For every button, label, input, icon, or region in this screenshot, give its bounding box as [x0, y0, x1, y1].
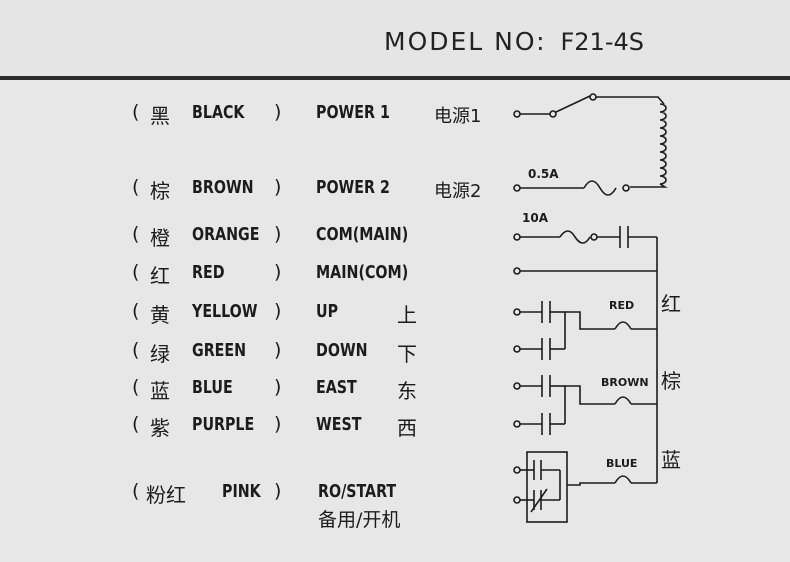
wire-function-cn: 东: [397, 379, 417, 403]
paren-open: (: [132, 223, 140, 245]
wire-function: UP: [316, 301, 339, 322]
wire-function: COM(MAIN): [316, 224, 409, 245]
paren-close: ): [274, 413, 282, 435]
relay-label-red-cn: 红: [661, 292, 681, 316]
paren-open: (: [132, 413, 140, 435]
relay-label-brown-cn: 棕: [661, 369, 681, 393]
paren-open: (: [132, 339, 140, 361]
terminal-power1: [513, 110, 521, 118]
paren-open: (: [132, 101, 140, 123]
relay-coil-blue: [614, 475, 632, 484]
fuse-small: [583, 180, 617, 196]
paren-close: ): [274, 480, 282, 502]
wire-color-cn: 黑: [150, 104, 170, 128]
wire-color: ORANGE: [192, 224, 260, 245]
fuse-small-label: 0.5A: [528, 167, 559, 181]
relay-label-brown: BROWN: [601, 376, 649, 389]
paren-open: (: [132, 300, 140, 322]
paren-close: ): [274, 261, 282, 283]
terminal-main: [513, 267, 521, 275]
paren-open: (: [132, 176, 140, 198]
model-label: MODEL NO:: [384, 27, 547, 56]
wire-color: RED: [192, 262, 225, 283]
wire-color-cn: 紫: [150, 416, 170, 440]
wire-color: PURPLE: [192, 414, 255, 435]
wire-function-cn: 下: [397, 342, 417, 366]
paren-close: ): [274, 376, 282, 398]
header-divider: [0, 76, 790, 80]
wire-color-cn: 红: [150, 264, 170, 288]
wire-function: POWER 2: [316, 177, 390, 198]
fuse-main-label: 10A: [522, 211, 549, 225]
wire-color: BLUE: [192, 377, 233, 398]
relay-label-blue-cn: 蓝: [661, 448, 681, 472]
wire-function-cn: 西: [397, 416, 417, 440]
wire-function: DOWN: [316, 340, 368, 361]
wire-color-cn: 黄: [150, 303, 170, 327]
paren-close: ): [274, 300, 282, 322]
wire-color-cn: 蓝: [150, 379, 170, 403]
relay-label-red: RED: [609, 299, 634, 312]
terminal-com: [513, 233, 521, 241]
model-number: MODEL NO: F21-4S: [384, 27, 644, 56]
wire-color-cn: 绿: [150, 342, 170, 366]
wire-color: BROWN: [192, 177, 254, 198]
wire-function: EAST: [316, 377, 357, 398]
relay-label-blue: BLUE: [606, 457, 637, 470]
model-value: F21-4S: [560, 28, 644, 56]
header-band: MODEL NO: F21-4S: [0, 0, 790, 76]
wire-color: YELLOW: [192, 301, 258, 322]
paren-close: ): [274, 339, 282, 361]
relay-coil-red: [614, 321, 632, 330]
wire-function-cn: 备用/开机: [318, 509, 401, 531]
wire-color: PINK: [222, 481, 261, 502]
terminal-power2: [513, 184, 521, 192]
coil: [659, 103, 667, 185]
wire-function: RO/START: [318, 481, 397, 502]
wire-function: POWER 1: [316, 102, 390, 123]
relay-contact-box: [526, 451, 568, 523]
paren-close: ): [274, 176, 282, 198]
wire-function: WEST: [316, 414, 362, 435]
relay-coil-brown: [614, 396, 632, 405]
paren-open: (: [132, 261, 140, 283]
wire-color: BLACK: [192, 102, 245, 123]
power-switch: [555, 95, 591, 113]
wire-color-cn: 棕: [150, 179, 170, 203]
paren-close: ): [274, 101, 282, 123]
fuse-main: [559, 230, 591, 244]
paren-open: (: [132, 480, 140, 502]
wire-color: GREEN: [192, 340, 247, 361]
paren-close: ): [274, 223, 282, 245]
wire-color-cn: 粉红: [146, 483, 186, 507]
wire-color-cn: 橙: [150, 226, 170, 250]
wire-function-cn: 上: [397, 303, 417, 327]
wire-function-cn: 电源1: [434, 106, 482, 127]
wire-function: MAIN(COM): [316, 262, 409, 283]
paren-open: (: [132, 376, 140, 398]
wire-function-cn: 电源2: [434, 181, 482, 202]
